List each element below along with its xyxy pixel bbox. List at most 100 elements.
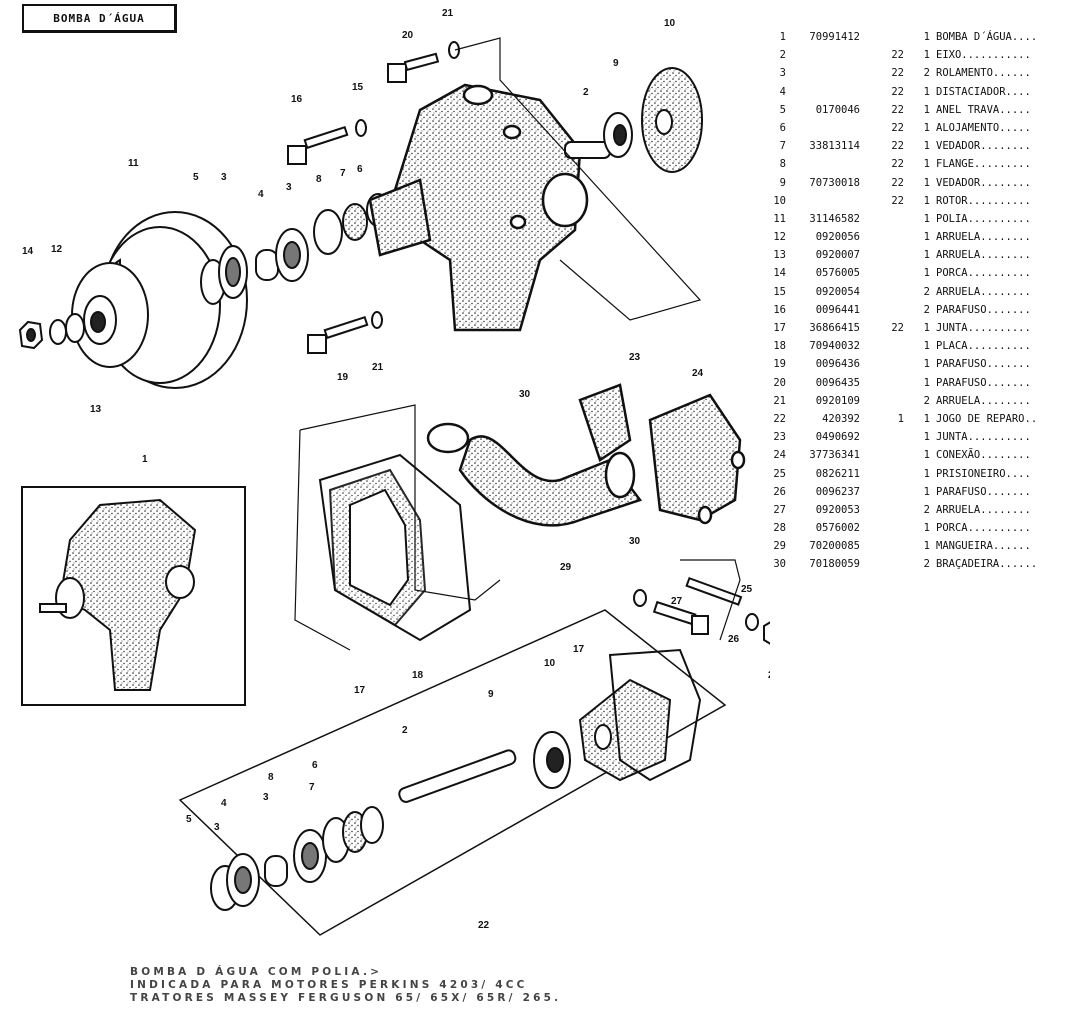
callout-12: 12 [51,244,63,255]
inset-frame [21,486,246,706]
part-code: 0920109 [815,394,860,407]
description: PARAFUSO....... [936,358,1031,371]
repair-kit-parts [210,648,702,911]
callout-26: 26 [728,634,740,645]
kit-ref: 1 [897,412,904,425]
item-number: 4 [779,85,786,98]
quantity: 1 [923,431,930,444]
quantity: 1 [923,485,930,498]
description: EIXO........... [936,49,1031,62]
item-number: 10 [773,194,786,207]
callout-16: 16 [291,94,303,105]
item-number: 11 [773,212,786,225]
shaft-rotor-upper [564,67,703,173]
quantity: 1 [923,249,930,262]
callout-25: 25 [741,584,753,595]
callout-9: 9 [488,689,494,700]
quantity: 1 [923,467,930,480]
part-code: 36866415 [809,322,860,334]
part-code: 0920007 [815,249,860,262]
description: ROTOR.......... [936,194,1031,207]
callout-13: 13 [90,404,102,415]
callout-29: 29 [560,562,572,573]
description: PRISIONEIRO.... [936,467,1031,480]
quantity: 1 [923,194,930,207]
quantity: 1 [923,140,930,153]
description: MANGUEIRA...... [936,540,1031,553]
diagram-title: BOMBA D´ÁGUA [22,4,177,33]
description: JOGO DE REPARO.. [936,412,1038,425]
callout-5: 5 [186,814,192,825]
description: ROLAMENTO...... [936,67,1031,80]
outline-upper [454,37,702,321]
item-number: 16 [773,303,786,316]
callout-8: 8 [268,772,274,783]
part-code: 0576005 [815,267,860,280]
item-number: 18 [773,340,786,353]
quantity: 2 [923,503,930,516]
part-code: 0920056 [815,231,860,244]
description: ANEL TRAVA..... [936,103,1031,116]
quantity: 1 [923,158,930,171]
caption-line-3: TRATORES MASSEY FERGUSON 65/ 65X/ 65R/ 2… [130,992,562,1004]
outline-middle [299,404,501,601]
outline-right [680,559,741,641]
part-code: 0920054 [815,285,860,298]
description: ARRUELA........ [936,285,1031,298]
item-number: 27 [773,503,786,516]
exploded-view-diagram: 1 2 2 3 3 3 3 4 4 5 5 6 6 7 7 8 8 9 9 10… [18,8,770,936]
description: PARAFUSO....... [936,376,1031,389]
fasteners-right [633,576,770,645]
kit-ref: 22 [891,158,904,171]
item-number: 3 [779,67,786,80]
kit-ref: 22 [891,85,904,98]
item-number: 26 [773,485,786,498]
outline-left [294,429,351,651]
callout-7: 7 [309,782,315,793]
quantity: 1 [923,449,930,462]
part-code: 70991412 [809,31,860,43]
description: ARRUELA........ [936,231,1031,244]
quantity: 1 [923,358,930,371]
part-code: 0096435 [815,376,860,389]
description: VEDADOR........ [936,140,1031,153]
kit-ref: 22 [891,322,904,334]
callout-30: 30 [519,389,531,400]
item-number: 8 [779,158,786,171]
part-code: 31146582 [809,212,860,225]
description: ARRUELA........ [936,249,1031,262]
callout-9: 9 [613,58,619,69]
quantity: 1 [923,231,930,244]
parts-list-row: 8 22 1 FLANGE......... [772,155,1083,173]
callout-28: 28 [768,670,770,681]
item-number: 14 [773,267,786,280]
description: PARAFUSO....... [936,303,1031,316]
callout-24: 24 [692,368,704,379]
quantity: 1 [923,322,930,334]
callout-4: 4 [221,798,227,809]
quantity: 2 [923,558,930,571]
description: FLANGE......... [936,158,1031,171]
part-code: 0096237 [815,485,860,498]
part-code: 70180059 [809,558,860,571]
item-number: 9 [779,176,786,189]
part-code: 420392 [822,412,860,425]
description: POLIA.......... [936,212,1031,225]
bearing-set-upper [200,193,390,305]
callout-3: 3 [214,822,220,833]
quantity: 1 [923,540,930,553]
part-code: 0920053 [815,503,860,516]
